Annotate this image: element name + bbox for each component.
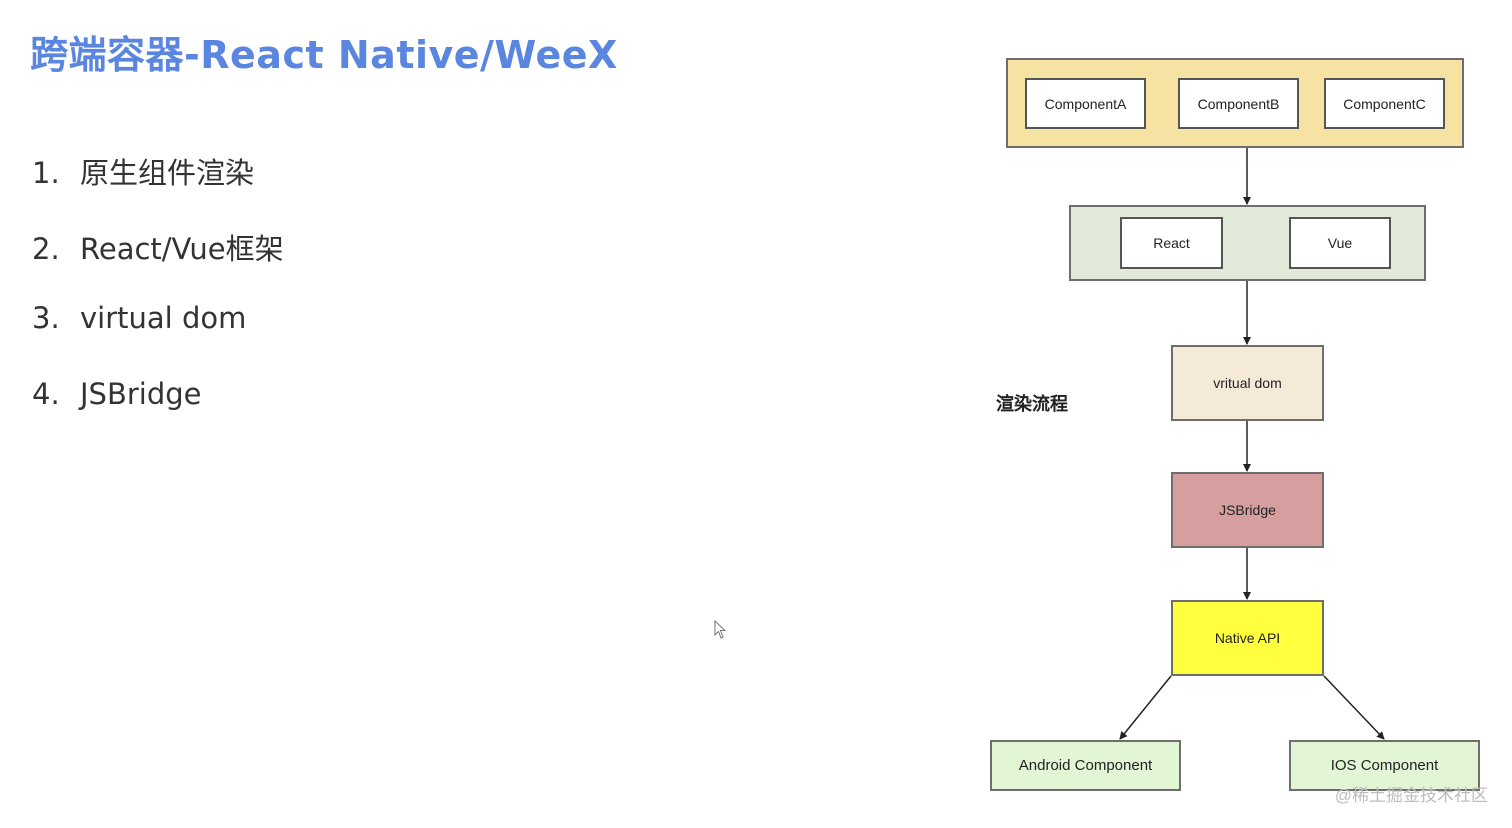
component-c-box: ComponentC (1324, 78, 1445, 129)
list-number: 2. (32, 231, 60, 266)
list-item: 2. React/Vue框架 (32, 226, 284, 302)
list-text: React/Vue框架 (80, 231, 284, 266)
point-list: 1. 原生组件渲染 2. React/Vue框架 3. virtual dom 4. J… (32, 150, 284, 452)
list-item: 3. virtual dom (32, 301, 284, 377)
list-item: 4. JSBridge (32, 377, 284, 453)
render-flow-label: 渲染流程 (996, 394, 1068, 415)
jsbridge-box: JSBridge (1171, 472, 1324, 548)
vue-box: Vue (1289, 217, 1391, 269)
component-a-box: ComponentA (1025, 78, 1146, 129)
slide-title: 跨端容器-React Native/WeeX (30, 33, 618, 77)
list-number: 4. (32, 376, 60, 411)
arrow-native-to-android (1119, 675, 1172, 740)
watermark: @稀土掘金技术社区 (1334, 786, 1488, 805)
list-item: 1. 原生组件渲染 (32, 150, 284, 226)
mouse-cursor-icon (714, 620, 727, 639)
arrow-native-to-ios (1323, 675, 1385, 740)
list-text: JSBridge (80, 376, 202, 411)
list-number: 1. (32, 156, 60, 190)
list-number: 3. (32, 301, 60, 335)
list-text: 原生组件渲染 (80, 156, 255, 190)
list-text: virtual dom (80, 301, 247, 335)
component-b-box: ComponentB (1178, 78, 1299, 129)
react-box: React (1120, 217, 1223, 269)
vdom-box: vritual dom (1171, 345, 1324, 421)
ios-component-box: IOS Component (1289, 740, 1480, 791)
android-component-box: Android Component (990, 740, 1181, 791)
native-api-box: Native API (1171, 600, 1324, 676)
